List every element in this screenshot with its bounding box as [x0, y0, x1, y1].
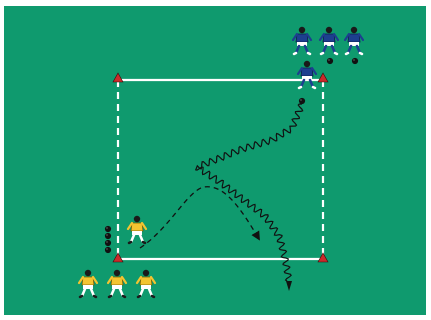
ball-stack-3: [105, 240, 111, 246]
ball-stack-1: [105, 226, 111, 232]
ball-dribbler: [299, 98, 305, 104]
ball-stack-2: [105, 233, 111, 239]
ball-blue-2: [352, 58, 358, 64]
pitch-background: [4, 6, 426, 315]
ball-blue-1: [327, 58, 333, 64]
ball-stack-4: [105, 247, 111, 253]
